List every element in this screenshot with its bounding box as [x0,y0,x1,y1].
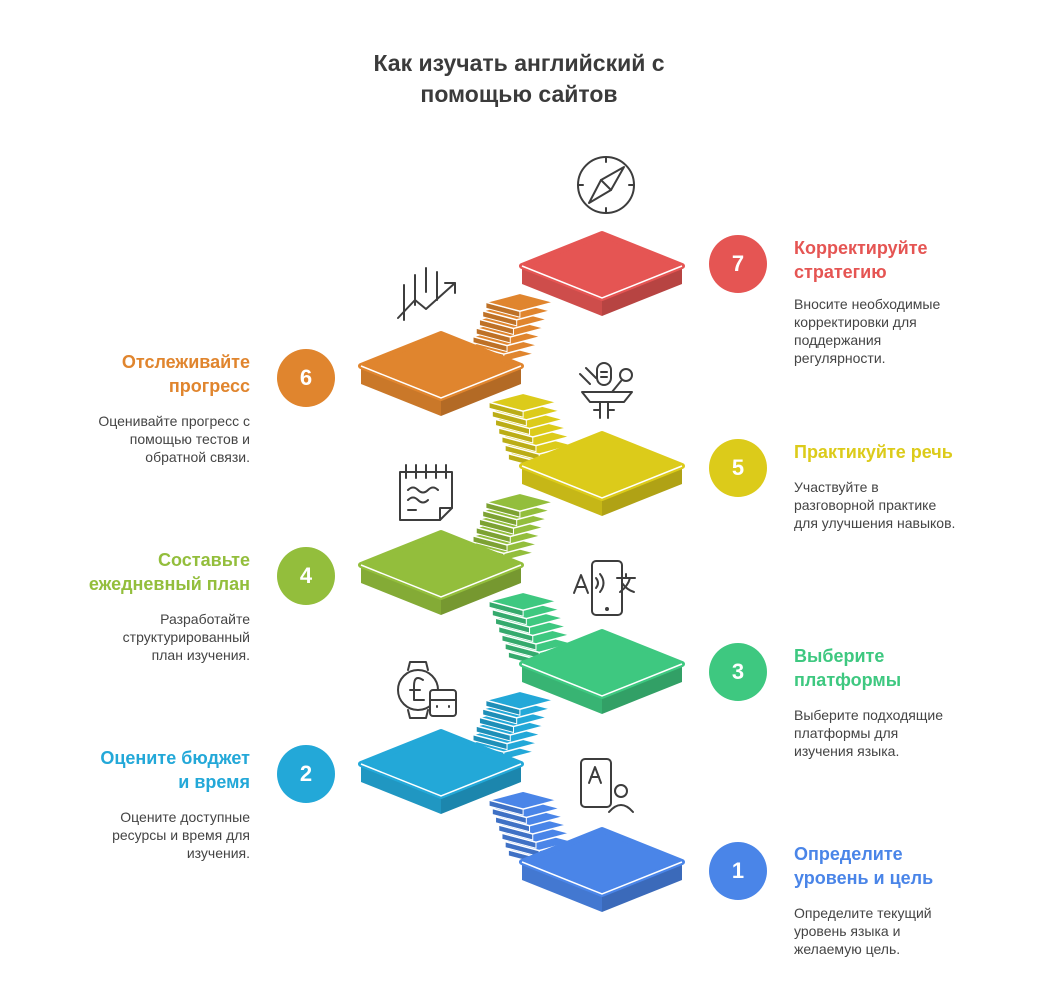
step-number-5: 5 [709,439,767,497]
translate-phone-icon [573,560,636,616]
step-number-4: 4 [277,547,335,605]
step-description-6: Оценивайте прогресс с помощью тестов и о… [98,413,250,465]
platform-3 [519,629,685,714]
step-title-6: Отслеживайте прогресс [121,352,250,396]
growth-chart-icon [397,267,456,321]
step-title-1: Определите уровень и цель [794,844,934,888]
step-description-7: Вносите необходимые корректировки для по… [794,296,941,366]
step-title-2: Оцените бюджет и время [100,748,250,792]
step-description-1: Определите текущий уровень языка и желае… [794,905,932,957]
id-card-user-icon [580,758,634,813]
platform-1 [519,827,685,912]
step-number-3: 3 [709,643,767,701]
step-number-2: 2 [277,745,335,803]
step-title-4: Составьте ежедневный план [88,550,250,594]
step-number-7: 7 [709,235,767,293]
step-title-3: Выберите платформы [794,646,902,690]
page-title: Как изучать английский с помощью сайтов [373,50,665,107]
compass-icon [577,156,635,214]
step-description-2: Оцените доступные ресурсы и время для из… [112,809,250,861]
platform-7 [519,231,685,316]
step-title-5: Практикуйте речь [794,442,953,462]
pound-watch-calendar-icon [397,661,457,719]
stairs-2-3 [463,690,557,768]
step-number-1: 1 [709,842,767,900]
platform-6 [358,331,524,416]
microphones-icon [579,362,633,419]
step-description-3: Выберите подходящие платформы для изучен… [794,707,944,759]
platform-4 [358,530,524,615]
platform-2 [358,729,524,814]
step-number-6: 6 [277,349,335,407]
step-title-7: Корректируйте стратегию [794,238,928,282]
calendar-note-icon [399,464,453,521]
step-description-4: Разработайте структурированный план изуч… [122,611,250,663]
step-description-5: Участвуйте в разговорной практике для ул… [794,479,956,531]
platform-5 [519,431,685,516]
